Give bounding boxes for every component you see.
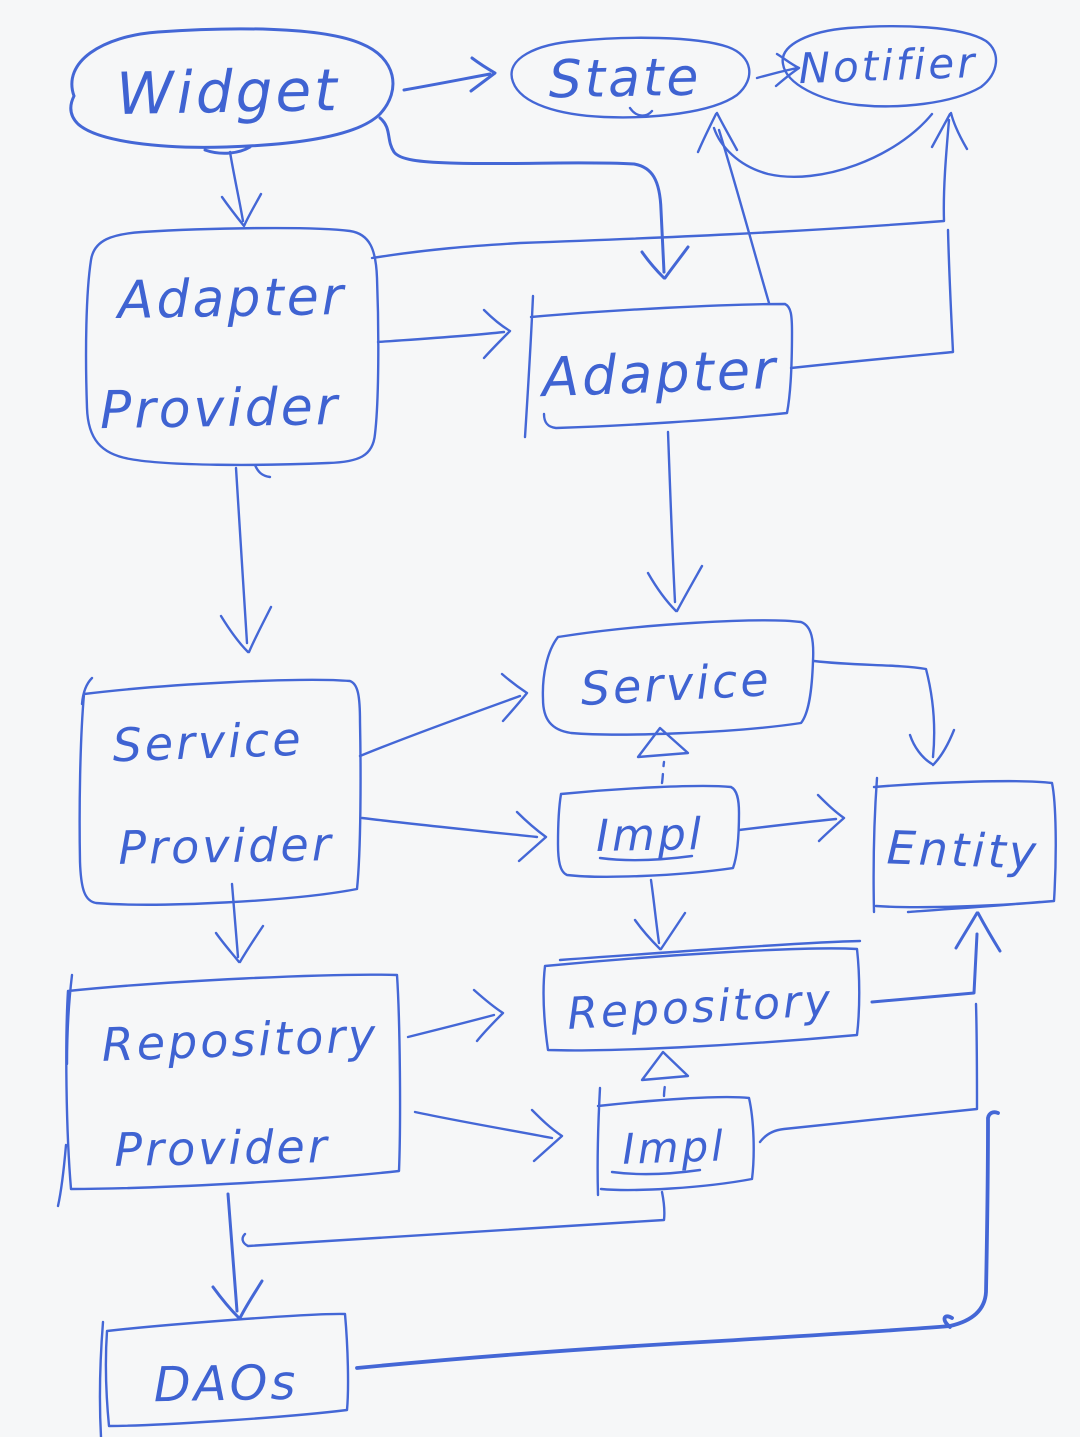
- node-state: State: [510, 36, 751, 119]
- edge-adapter-provider-notifier: [370, 111, 969, 260]
- node-repository-provider: Repository Provider: [56, 973, 402, 1208]
- edge-impl-implements-service-head: [636, 726, 690, 759]
- edge-service-provider-impl: [360, 810, 548, 863]
- edges-layer: [211, 52, 1002, 1370]
- edge-service-provider-repository-provider: [214, 882, 265, 964]
- edge-adapter-notifier: [789, 228, 955, 370]
- repository-impl-shape: [596, 1086, 755, 1197]
- edge-service-entity: [812, 659, 956, 767]
- node-notifier: Notifier: [781, 25, 998, 108]
- node-service: Service: [541, 619, 815, 736]
- state-shape: [510, 36, 751, 119]
- edge-impl2-implements-repository-dash: [662, 1080, 667, 1098]
- edge-adapter-service: [646, 430, 704, 613]
- repository-provider-shape: [56, 973, 402, 1208]
- edge-repository-entity: [870, 911, 1002, 1004]
- edge-repository-provider-daos: [211, 1192, 264, 1320]
- edge-impl-repository: [633, 878, 687, 951]
- node-adapter-provider-label-line2: Provider: [99, 377, 341, 441]
- service-provider-shape: [78, 676, 362, 906]
- node-notifier-label: Notifier: [798, 38, 978, 93]
- service-shape: [541, 619, 815, 736]
- node-adapter-provider-label-line1: Adapter: [114, 267, 347, 331]
- edge-widget-adapter-provider: [220, 150, 263, 228]
- edge-impl-implements-service-dash: [660, 760, 666, 785]
- repository-shape: [542, 939, 862, 1052]
- node-widget: Widget: [69, 27, 395, 155]
- node-entity-label: Entity: [886, 820, 1040, 879]
- node-repository-impl: Impl: [596, 1086, 755, 1197]
- node-service-provider-label-line2: Provider: [118, 817, 334, 875]
- edge-daos-entity: [355, 1110, 1000, 1370]
- edge-widget-state: [402, 56, 497, 93]
- edge-impl2-implements-repository-head: [640, 1050, 690, 1082]
- edge-adapter-provider-service-provider: [219, 466, 273, 654]
- node-service-impl-label: Impl: [596, 809, 705, 862]
- node-service-provider: Service Provider: [78, 676, 362, 906]
- edge-adapter-state: [696, 111, 771, 305]
- node-adapter-label: Adapter: [538, 338, 779, 409]
- node-entity: Entity: [872, 776, 1057, 914]
- node-repository-provider-label-line2: Provider: [114, 1119, 330, 1177]
- node-adapter: Adapter: [523, 294, 794, 439]
- edge-impl2-entity: [758, 1002, 979, 1144]
- node-daos: DAOs: [98, 1312, 350, 1437]
- edge-impl-entity: [737, 793, 846, 843]
- notifier-shape: [781, 25, 998, 108]
- adapter-provider-shape: [84, 226, 380, 479]
- node-repository: Repository: [542, 939, 862, 1052]
- node-service-impl: Impl: [556, 784, 741, 878]
- node-widget-label: Widget: [116, 56, 341, 128]
- edge-service-provider-service: [358, 672, 529, 758]
- edge-impl2-daos: [241, 1190, 666, 1248]
- node-service-label: Service: [579, 652, 773, 716]
- node-repository-provider-label-line1: Repository: [101, 1008, 379, 1072]
- edge-repository-provider-repository: [406, 988, 505, 1043]
- entity-shape: [872, 776, 1057, 914]
- edge-adapter-provider-adapter: [376, 308, 512, 360]
- widget-shape: [69, 27, 395, 155]
- edge-repository-provider-impl2: [413, 1108, 564, 1163]
- node-service-provider-label-line1: Service: [112, 712, 305, 773]
- edge-notifier-state-curve: [712, 112, 934, 178]
- node-adapter-provider: Adapter Provider: [84, 226, 380, 479]
- daos-shape: [98, 1312, 350, 1437]
- service-impl-shape: [556, 784, 741, 878]
- node-daos-label: DAOs: [153, 1355, 299, 1414]
- node-state-label: State: [548, 48, 702, 111]
- edge-widget-adapter: [378, 116, 690, 280]
- node-repository-label: Repository: [566, 975, 834, 1040]
- nodes-layer: Widget State Notifier Adapter Provider A…: [56, 25, 1057, 1437]
- node-repository-impl-label: Impl: [621, 1121, 726, 1174]
- adapter-shape: [523, 294, 794, 439]
